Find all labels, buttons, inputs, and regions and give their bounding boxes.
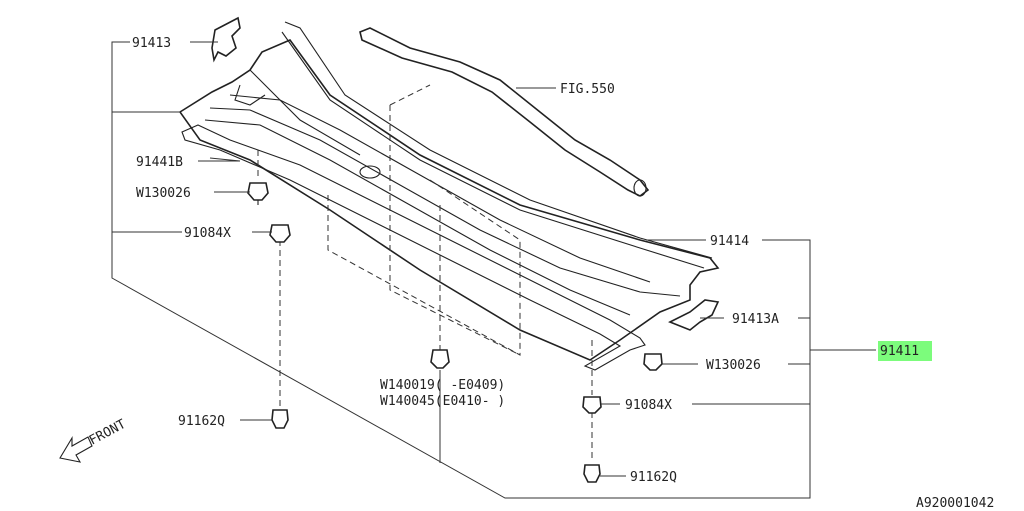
clip-w130026-right: [643, 353, 663, 371]
highlight-91411: [878, 341, 932, 361]
label-91441b[interactable]: 91441B: [136, 155, 183, 170]
weatherstrip: [359, 27, 650, 197]
clip-91162q-right: [583, 464, 601, 483]
front-label: FRONT: [87, 417, 129, 449]
seal-91441b: [181, 124, 646, 371]
label-w140045[interactable]: W140045(E0410- ): [380, 394, 505, 409]
label-91162q-left[interactable]: 91162Q: [178, 414, 225, 429]
label-w140019[interactable]: W140019( -E0409): [380, 378, 505, 393]
label-91414[interactable]: 91414: [710, 234, 749, 249]
clip-w140019: [430, 349, 450, 369]
front-arrow: FRONT: [59, 417, 129, 463]
part-labels: 91413 FIG.550 91441B W130026 91084X 9141…: [132, 36, 994, 511]
fasteners: [247, 182, 663, 483]
label-91162q-right[interactable]: 91162Q: [630, 470, 677, 485]
guide-lines: [257, 84, 593, 462]
clip-91084x-right: [582, 396, 602, 414]
clip-91084x-left: [269, 224, 291, 243]
label-91084x-left[interactable]: 91084X: [184, 226, 231, 241]
label-fig550[interactable]: FIG.550: [560, 82, 615, 97]
label-w130026-right[interactable]: W130026: [706, 358, 761, 373]
leader-lines: [111, 41, 876, 499]
clip-91162q-left: [271, 409, 289, 429]
cowl-panel: [178, 16, 720, 361]
label-w130026-left[interactable]: W130026: [136, 186, 191, 201]
diagram-id: A920001042: [916, 496, 994, 511]
label-91413[interactable]: 91413: [132, 36, 171, 51]
label-91084x-right[interactable]: 91084X: [625, 398, 672, 413]
label-91411[interactable]: 91411: [880, 344, 919, 359]
label-91413a[interactable]: 91413A: [732, 312, 779, 327]
clip-w130026-left: [247, 182, 269, 205]
